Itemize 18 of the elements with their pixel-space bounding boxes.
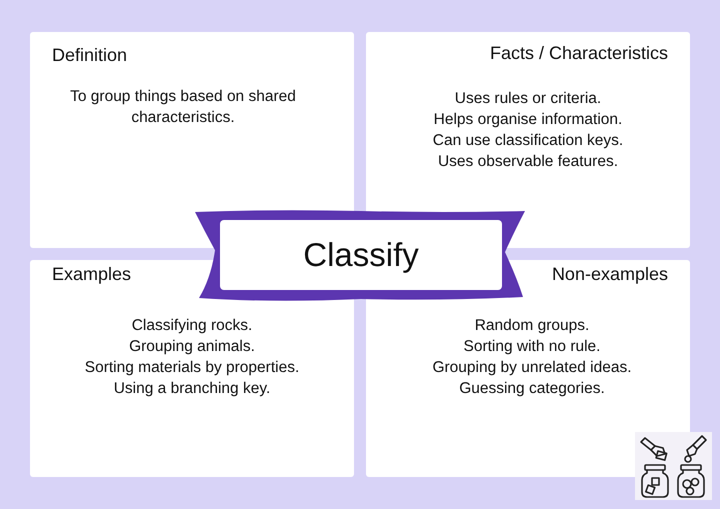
- panel-text: Grouping by unrelated ideas.: [432, 358, 632, 378]
- panel-text: Sorting with no rule.: [464, 337, 600, 357]
- panel-text: Grouping animals.: [129, 337, 255, 357]
- panel-text: Helps organise information.: [434, 110, 622, 130]
- panel-text: Uses observable features.: [438, 152, 618, 172]
- banner-title: Classify: [303, 235, 419, 276]
- panel-heading: Facts / Characteristics: [490, 42, 668, 65]
- panel-text: Uses rules or criteria.: [454, 89, 602, 109]
- panel-text: Sorting materials by properties.: [84, 358, 300, 378]
- panel-text: Guessing categories.: [459, 379, 605, 399]
- panel-text: Random groups.: [474, 316, 590, 336]
- panel-text: To group things based on shared characteristics.: [69, 87, 297, 128]
- panel-text: Using a branching key.: [114, 379, 270, 399]
- panel-heading: Examples: [52, 263, 132, 286]
- panel-text: Can use classification keys.: [432, 131, 624, 151]
- panel-text: Classifying rocks.: [132, 316, 252, 336]
- panel-heading: Definition: [52, 44, 128, 67]
- panel-heading: Non-examples: [552, 263, 668, 286]
